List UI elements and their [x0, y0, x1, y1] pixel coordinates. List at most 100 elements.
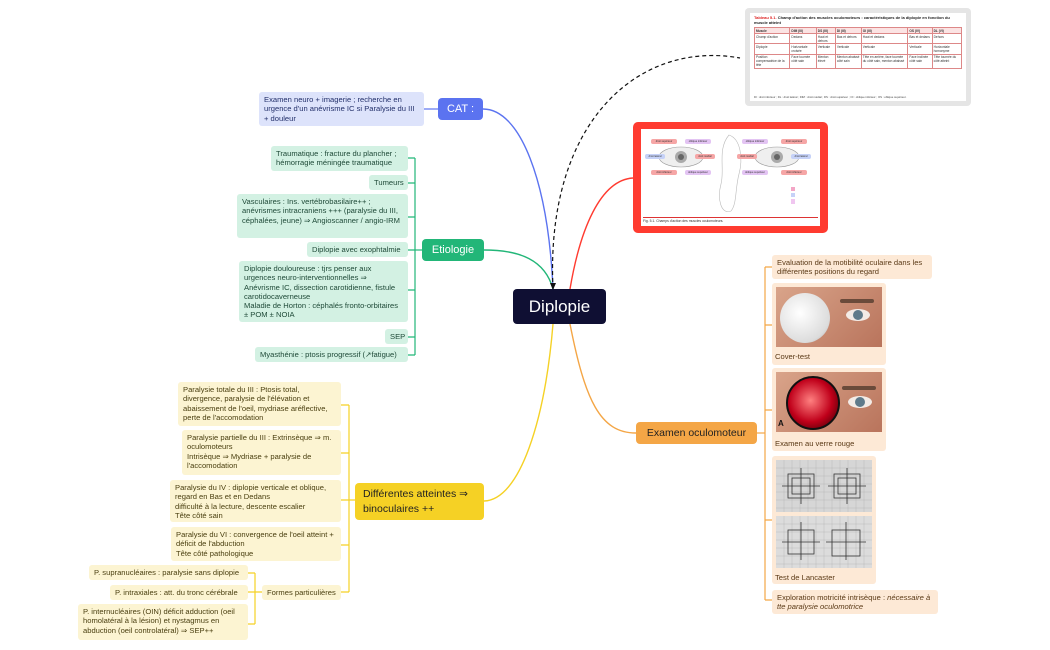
table-title: Tableau 5.1. Champ d'action des muscles … — [754, 15, 962, 26]
eyes-diagram — [658, 134, 800, 212]
central-topic[interactable]: Diplopie — [513, 289, 606, 324]
table-footer: DI : droit inférieur ; DL : droit latéra… — [754, 95, 907, 99]
muscle-label: droit médial — [695, 154, 715, 159]
examen-label: Examen oculomoteur — [646, 427, 747, 439]
etiologie-node[interactable]: Etiologie — [422, 239, 484, 261]
th-1: DIM (III) — [789, 26, 817, 35]
td: Verticale — [815, 43, 836, 55]
etiologie-child-6[interactable]: Myasthénie : ptosis progressif (↗fatigue… — [255, 347, 408, 362]
th-6: DL (VI) — [931, 26, 963, 35]
td: Champ d'action — [753, 33, 791, 45]
edge-central-examen — [569, 323, 637, 434]
muscle-label: oblique supérieur — [742, 170, 768, 175]
occluder-shape — [780, 293, 830, 343]
verre-rouge-photo: A — [776, 372, 882, 432]
figure-image: droit supérieur oblique inférieur droit … — [641, 129, 820, 226]
td: Menton abaissé côté sain — [834, 53, 862, 69]
td: Verticale — [834, 43, 862, 55]
cat-child-0[interactable]: Examen neuro + imagerie ; recherche en u… — [259, 92, 424, 126]
cover-test-caption: Cover-test — [775, 352, 811, 361]
atteintes-node[interactable]: Différentes atteintes ⇒ binoculaires ++ — [355, 483, 484, 520]
atteintes-label: Différentes atteintes ⇒ binoculaires ++ — [363, 488, 468, 515]
table-row: Position compensatrice de la tête Face t… — [753, 53, 963, 69]
exploration-emphasis: nécessaire à tte paralysie oculomotrice — [777, 593, 931, 612]
examen-child-0[interactable]: Evaluation de la motibilité oculaire dan… — [772, 255, 932, 279]
edge-central-etiologie — [483, 249, 554, 290]
etiologie-child-4[interactable]: Diplopie douloureuse : tjrs penser aux u… — [239, 261, 408, 322]
edge-central-figure — [569, 177, 634, 290]
table-image-card[interactable]: Tableau 5.1. Champ d'action des muscles … — [745, 8, 971, 106]
muscle-label: oblique inférieur — [685, 139, 711, 144]
muscle-label: droit supérieur — [781, 139, 807, 144]
table-grid: Muscle DIM (III) DS (III) DI (III) OI (I… — [753, 26, 963, 69]
atteintes-child-2[interactable]: Paralysie du IV : diplopie verticale et … — [170, 480, 341, 522]
etiologie-label: Etiologie — [431, 244, 475, 256]
td: Face tournée côté sain — [789, 53, 817, 69]
verre-rouge-card[interactable]: A Examen au verre rouge — [772, 368, 886, 451]
eyebrow-shape — [840, 299, 874, 303]
etiologie-child-5[interactable]: SEP — [385, 329, 408, 344]
cover-test-photo — [776, 287, 882, 347]
verre-rouge-caption: Examen au verre rouge — [775, 439, 855, 448]
examen-child-4[interactable]: Exploration motricité intrisèque : néces… — [772, 590, 938, 614]
muscle-label: oblique inférieur — [742, 139, 768, 144]
td: Dehors — [931, 33, 963, 45]
td: Menton élevé — [815, 53, 836, 69]
muscle-label: droit inférieur — [651, 170, 677, 175]
etiologie-child-0[interactable]: Traumatique : fracture du plancher ; hém… — [271, 146, 408, 171]
td: Horizontale croisée — [789, 43, 817, 55]
exploration-text: Exploration motricité intrisèque : — [777, 593, 888, 602]
central-topic-label: Diplopie — [528, 296, 591, 316]
red-glass-shape — [786, 376, 840, 430]
formes-particulieres-node[interactable]: Formes particulières — [262, 585, 341, 600]
edge-central-atteintes — [483, 323, 554, 502]
td: Dedans — [789, 33, 817, 45]
muscle-label: droit médial — [737, 154, 757, 159]
figure-caption: Fig. 5.1. Champs d'action des muscles oc… — [643, 217, 818, 223]
etiologie-child-3[interactable]: Diplopie avec exophtalmie — [307, 242, 408, 257]
iris-shape-2 — [855, 397, 865, 407]
atteintes-child-1[interactable]: Paralysie partielle du III : Extrinsèque… — [182, 430, 341, 475]
td: Verticale — [860, 43, 909, 55]
muscle-label: droit supérieur — [651, 139, 677, 144]
formes-child-0[interactable]: P. supranucléaires : paralysie sans dipl… — [89, 565, 248, 580]
td: Bas et dehors — [834, 33, 862, 45]
th-3: DI (III) — [834, 26, 862, 35]
cover-test-card[interactable]: Cover-test — [772, 283, 886, 365]
td: Verticale — [907, 43, 933, 55]
examen-node[interactable]: Examen oculomoteur — [636, 422, 757, 444]
atteintes-child-3[interactable]: Paralysie du VI : convergence de l'oeil … — [171, 527, 341, 561]
td: Diplopie — [753, 43, 791, 55]
td: Haut et dehors — [815, 33, 836, 45]
edge-central-cat — [482, 108, 554, 290]
cat-node[interactable]: CAT : — [438, 98, 483, 120]
panel-letter: A — [778, 419, 784, 428]
table-title-num: Tableau 5.1. — [754, 15, 777, 20]
formes-child-2[interactable]: P. internucléaires (OIN) déficit adducti… — [78, 604, 248, 640]
muscle-label: droit inférieur — [781, 170, 807, 175]
etiologie-child-2[interactable]: Vasculaires : Ins. vertébrobasilaire++ ;… — [237, 194, 408, 238]
formes-child-1[interactable]: P. intraxiales : att. du tronc cérébrale — [110, 585, 248, 600]
lancaster-grid-image — [776, 460, 872, 568]
table-image: Tableau 5.1. Champ d'action des muscles … — [750, 13, 966, 101]
th-2: DS (III) — [815, 26, 836, 35]
atteintes-child-0[interactable]: Paralysie totale du III : Ptosis total, … — [178, 382, 341, 426]
td: Bas et dedans — [907, 33, 933, 45]
table-title-text: Champ d'action des muscles oculomoteurs … — [754, 15, 950, 25]
cat-label: CAT : — [446, 103, 475, 115]
iris-shape — [853, 310, 863, 320]
td: Position compensatrice de la tête — [753, 53, 791, 69]
td: Haut et dedans — [860, 33, 909, 45]
muscle-label: droit latéral — [645, 154, 665, 159]
muscle-label: oblique supérieur — [685, 170, 711, 175]
muscle-label: droit latéral — [791, 154, 811, 159]
td: Tête tournée du côté atteint — [931, 53, 963, 69]
lancaster-card[interactable]: Test de Lancaster — [772, 456, 876, 584]
etiologie-child-1[interactable]: Tumeurs — [369, 175, 408, 190]
figure-image-card[interactable]: droit supérieur oblique inférieur droit … — [633, 122, 828, 233]
td: Horizontale homonyme — [931, 43, 963, 55]
table-row: Champ d'action Dedans Haut et dehors Bas… — [753, 33, 963, 45]
td: Face inclinée côté sain — [907, 53, 933, 69]
td: Tête en arrière, face tournée du côté sa… — [860, 53, 909, 69]
